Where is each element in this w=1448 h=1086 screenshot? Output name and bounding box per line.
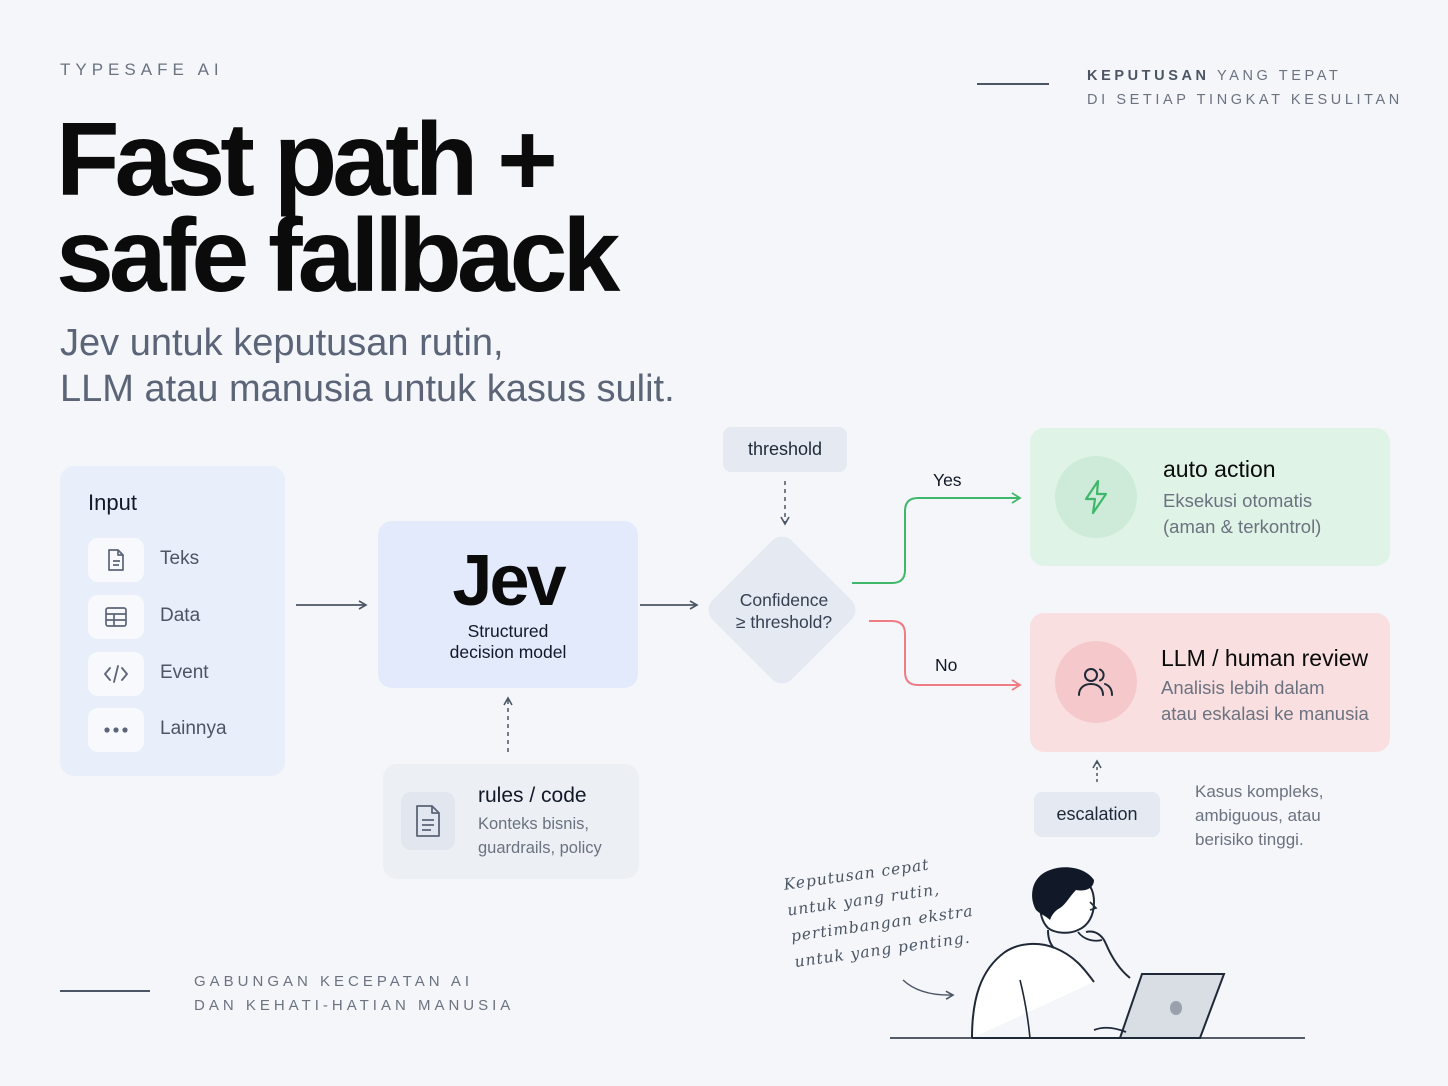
decision-question: Confidence ≥ threshold? bbox=[704, 589, 864, 633]
decision-line-1: Confidence bbox=[739, 590, 829, 610]
auto-action-title: auto action bbox=[1163, 456, 1276, 482]
tagline-bold: KEPUTUSAN bbox=[1087, 68, 1210, 84]
document-icon bbox=[401, 792, 455, 850]
code-icon bbox=[88, 652, 144, 696]
auto-action-description: Eksekusi otomatis (aman & terkontrol) bbox=[1163, 488, 1321, 540]
tagline-line-1: KEPUTUSAN YANG TEPAT bbox=[1087, 64, 1403, 88]
threshold-pill: threshold bbox=[723, 427, 847, 472]
model-subtitle: Structured decision model bbox=[378, 621, 638, 663]
input-item-label: Event bbox=[160, 662, 209, 683]
tagline-line-2: DI SETIAP TINGKAT KESULITAN bbox=[1087, 92, 1403, 108]
model-subtitle-line-2: decision model bbox=[449, 642, 567, 662]
rules-desc-line-2: guardrails, policy bbox=[478, 839, 602, 857]
input-item-label: Lainnya bbox=[160, 718, 227, 739]
footer-text: GABUNGAN KECEPATAN AI DAN KEHATI-HATIAN … bbox=[194, 970, 514, 1018]
tagline-rule bbox=[977, 83, 1049, 85]
human-review-description: Analisis lebih dalam atau eskalasi ke ma… bbox=[1161, 675, 1369, 727]
yes-branch-label: Yes bbox=[933, 470, 962, 490]
escalation-note-line-3: berisiko tinggi. bbox=[1195, 830, 1304, 849]
escalation-note-line-2: ambiguous, atau bbox=[1195, 806, 1321, 825]
footer-rule bbox=[60, 990, 150, 992]
person-with-laptop-illustration bbox=[890, 867, 1305, 1039]
footer-line-1: GABUNGAN KECEPATAN AI bbox=[194, 973, 474, 990]
auto-action-desc-line-1: Eksekusi otomatis bbox=[1163, 490, 1313, 511]
input-item-teks: Teks bbox=[88, 538, 278, 582]
tagline-rest: YANG TEPAT bbox=[1209, 68, 1342, 84]
no-branch-label: No bbox=[935, 655, 958, 675]
page-title: Fast path + safe fallback bbox=[56, 102, 620, 314]
decision-line-2: ≥ threshold? bbox=[735, 612, 833, 632]
jev-model-card: Jev Structured decision model bbox=[378, 521, 638, 688]
human-review-desc-line-2: atau eskalasi ke manusia bbox=[1161, 703, 1369, 724]
rules-title: rules / code bbox=[478, 784, 587, 807]
auto-action-desc-line-2: (aman & terkontrol) bbox=[1163, 516, 1322, 537]
subtitle-line-1: Jev untuk keputusan rutin, bbox=[60, 322, 504, 364]
input-item-lainnya: Lainnya bbox=[88, 708, 278, 752]
more-icon bbox=[88, 708, 144, 752]
arrow-yes-branch bbox=[852, 492, 1022, 584]
human-review-title: LLM / human review bbox=[1161, 645, 1369, 671]
brand-name: TYPESAFE AI bbox=[60, 60, 224, 79]
document-icon bbox=[88, 538, 144, 582]
rules-desc-line-1: Konteks bisnis, bbox=[478, 815, 589, 833]
arrow-no-branch bbox=[869, 620, 1022, 691]
input-item-label: Teks bbox=[160, 548, 200, 569]
table-icon bbox=[88, 595, 144, 639]
rules-description: Konteks bisnis, guardrails, policy bbox=[478, 812, 602, 860]
tagline: KEPUTUSAN YANG TEPAT DI SETIAP TINGKAT K… bbox=[1087, 64, 1403, 112]
escalation-pill: escalation bbox=[1034, 792, 1160, 837]
rules-card: rules / code Konteks bisnis, guardrails,… bbox=[383, 764, 639, 879]
human-review-desc-line-1: Analisis lebih dalam bbox=[1161, 677, 1325, 698]
title-line-1: Fast path + bbox=[56, 102, 558, 218]
human-review-card: LLM / human review Analisis lebih dalam … bbox=[1030, 613, 1390, 752]
arrow-handnote bbox=[902, 979, 955, 1000]
auto-action-card: auto action Eksekusi otomatis (aman & te… bbox=[1030, 428, 1390, 566]
page-subtitle: Jev untuk keputusan rutin, LLM atau manu… bbox=[60, 320, 675, 412]
title-line-2: safe fallback bbox=[56, 198, 620, 314]
lightning-icon bbox=[1055, 456, 1137, 538]
input-item-label: Data bbox=[160, 605, 201, 626]
model-subtitle-line-1: Structured bbox=[467, 621, 549, 641]
input-title: Input bbox=[88, 490, 137, 515]
model-name: Jev bbox=[452, 541, 566, 621]
footer-line-2: DAN KEHATI-HATIAN MANUSIA bbox=[194, 997, 515, 1014]
input-panel: Input Teks Data Event Lainnya bbox=[60, 466, 285, 776]
users-icon bbox=[1055, 641, 1137, 723]
subtitle-line-2: LLM atau manusia untuk kasus sulit. bbox=[60, 368, 675, 410]
input-item-data: Data bbox=[88, 595, 278, 639]
escalation-note: Kasus kompleks, ambiguous, atau berisiko… bbox=[1195, 780, 1324, 852]
input-item-event: Event bbox=[88, 652, 278, 696]
escalation-note-line-1: Kasus kompleks, bbox=[1195, 782, 1324, 801]
